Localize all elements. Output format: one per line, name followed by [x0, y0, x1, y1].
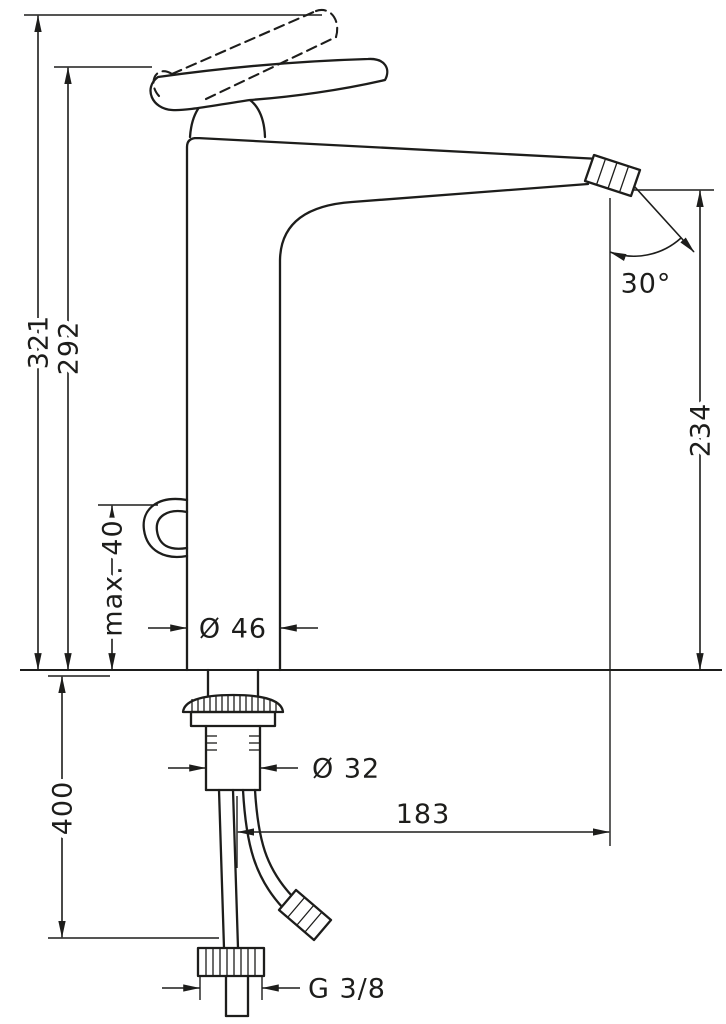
dimension-labels: 321 292 234 max. 40 400 Ø 46 Ø 32 183 G …: [19, 264, 721, 1009]
dim-max-depth-label: max. 40: [97, 519, 128, 636]
faucet-product: [142, 8, 642, 1018]
dim-body-diameter-label: Ø 46: [199, 613, 267, 644]
dimension-spray-angle: [609, 185, 695, 262]
dim-thread-label: G 3/8: [308, 973, 386, 1004]
dim-shank-diameter-label: Ø 32: [312, 753, 380, 784]
dimension-thread: [162, 976, 300, 1000]
dim-total-height-label: 321: [23, 315, 54, 370]
dimension-handle-height: [54, 66, 152, 671]
supply-hoses: [196, 788, 333, 1018]
mounting-washer: [189, 710, 277, 728]
dim-spray-angle-label: 30°: [621, 268, 672, 299]
dimension-lines: [20, 14, 722, 1000]
faucet-body-and-spout: [185, 136, 602, 672]
handle-lever: [149, 57, 389, 112]
hose-connector: [277, 888, 333, 942]
dim-connection-length-label: 400: [47, 781, 78, 836]
washer-hatch-lines: [191, 696, 277, 711]
threaded-shank: [204, 724, 262, 792]
pull-rod-hook: [142, 497, 189, 559]
g38-fitting: [196, 946, 266, 1018]
dimension-connection-length: [48, 675, 219, 939]
dimension-reach: [236, 198, 611, 868]
spout-aerator: [583, 153, 642, 198]
handle-lever-raised-dashed: [152, 8, 339, 101]
mounting-assembly: [181, 668, 285, 792]
dim-handle-height-label: 292: [53, 321, 84, 376]
aerator-hatch-lines: [595, 158, 630, 193]
dim-reach-label: 183: [396, 799, 451, 830]
dim-spout-height-label: 234: [685, 403, 716, 458]
dimension-total-height: [24, 14, 322, 671]
dimension-spout-height: [624, 189, 714, 671]
dimension-max-depth: [98, 504, 158, 671]
